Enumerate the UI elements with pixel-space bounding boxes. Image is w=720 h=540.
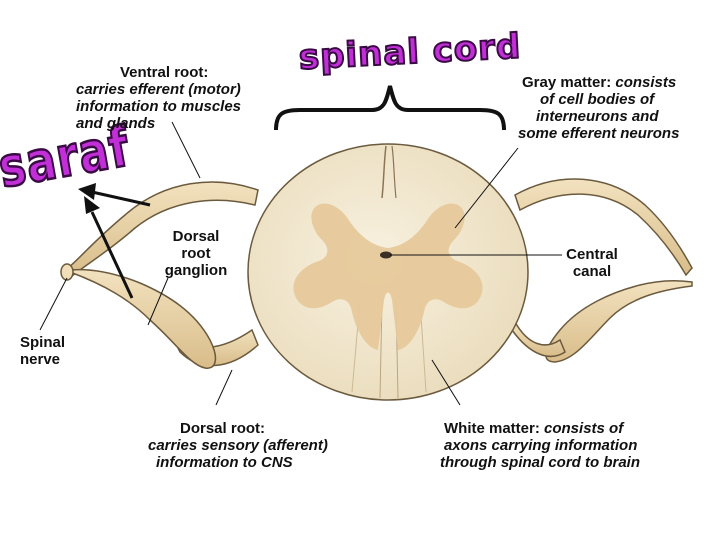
leader-spinal-nerve	[39, 277, 68, 331]
spinal-nerve-line-1: Spinal	[20, 334, 66, 351]
dorsal-root-ganglion-line-2: root	[181, 245, 211, 262]
right-ventral-root	[514, 178, 693, 277]
left-spinal-nerve	[60, 263, 74, 281]
dorsal-root-ganglion-line-1: Dorsal	[172, 228, 220, 245]
white-matter-heading-rest: consists of	[544, 420, 624, 437]
central-canal-line-1: Central	[566, 246, 618, 263]
dorsal-root-line-1: carries sensory (afferent)	[148, 437, 328, 454]
label-spinal-nerve: Spinal nerve	[20, 334, 65, 368]
leader-dorsal-root	[215, 369, 233, 406]
ventral-root-heading: Ventral root:	[120, 64, 209, 81]
spinal-cord-bracket	[274, 85, 506, 131]
ventral-root-line-1: carries efferent (motor)	[76, 81, 241, 98]
label-dorsal-root: Dorsal root: carries sensory (afferent) …	[148, 420, 328, 471]
wordart-saraf: saraf	[0, 114, 136, 202]
arrows-to-saraf	[78, 183, 151, 299]
central-canal-line-2: canal	[572, 263, 612, 280]
leader-gray-matter	[454, 147, 519, 229]
label-gray-matter: Gray matter: consists of cell bodies of …	[518, 74, 679, 142]
spinal-nerve-line-2: nerve	[20, 351, 61, 368]
leader-white-matter	[431, 359, 461, 406]
label-dorsal-root-ganglion: Dorsal root ganglion	[156, 228, 236, 279]
ventral-root-line-2: information to muscles	[76, 98, 242, 115]
leader-dorsal-root-ganglion	[147, 277, 169, 326]
right-dorsal-root	[511, 320, 566, 358]
gray-matter-heading: Gray matter:	[522, 74, 612, 91]
leader-lines	[39, 121, 562, 406]
gray-matter-line-1: of cell bodies of	[540, 91, 655, 108]
right-dorsal-root-ganglion	[545, 280, 693, 363]
white-matter-heading: White matter:	[444, 420, 540, 437]
white-matter-line-2: through spinal cord to brain	[440, 454, 640, 471]
central-canal	[380, 251, 392, 259]
gray-matter-line-2: interneurons and	[536, 108, 659, 125]
dorsal-root-ganglion-line-3: ganglion	[164, 262, 228, 279]
leader-ventral-root	[171, 121, 201, 179]
arrow-head-icon	[78, 183, 96, 200]
label-white-matter: White matter: consists of axons carrying…	[440, 420, 640, 471]
gray-matter-heading-rest: consists	[615, 74, 677, 91]
gray-matter-line-3: some efferent neurons	[518, 125, 680, 142]
ventral-root-line-3: and glands	[76, 115, 156, 132]
white-matter-line-1: axons carrying information	[444, 437, 638, 454]
dorsal-root-heading: Dorsal root:	[180, 420, 266, 437]
label-central-canal: Central canal	[556, 246, 628, 280]
left-dorsal-root-ganglion	[69, 268, 217, 369]
arrow-head-icon	[84, 196, 100, 214]
dorsal-root-line-2: information to CNS	[156, 454, 293, 471]
gray-matter	[293, 203, 483, 350]
label-ventral-root: Ventral root: carries efferent (motor) i…	[76, 64, 241, 132]
